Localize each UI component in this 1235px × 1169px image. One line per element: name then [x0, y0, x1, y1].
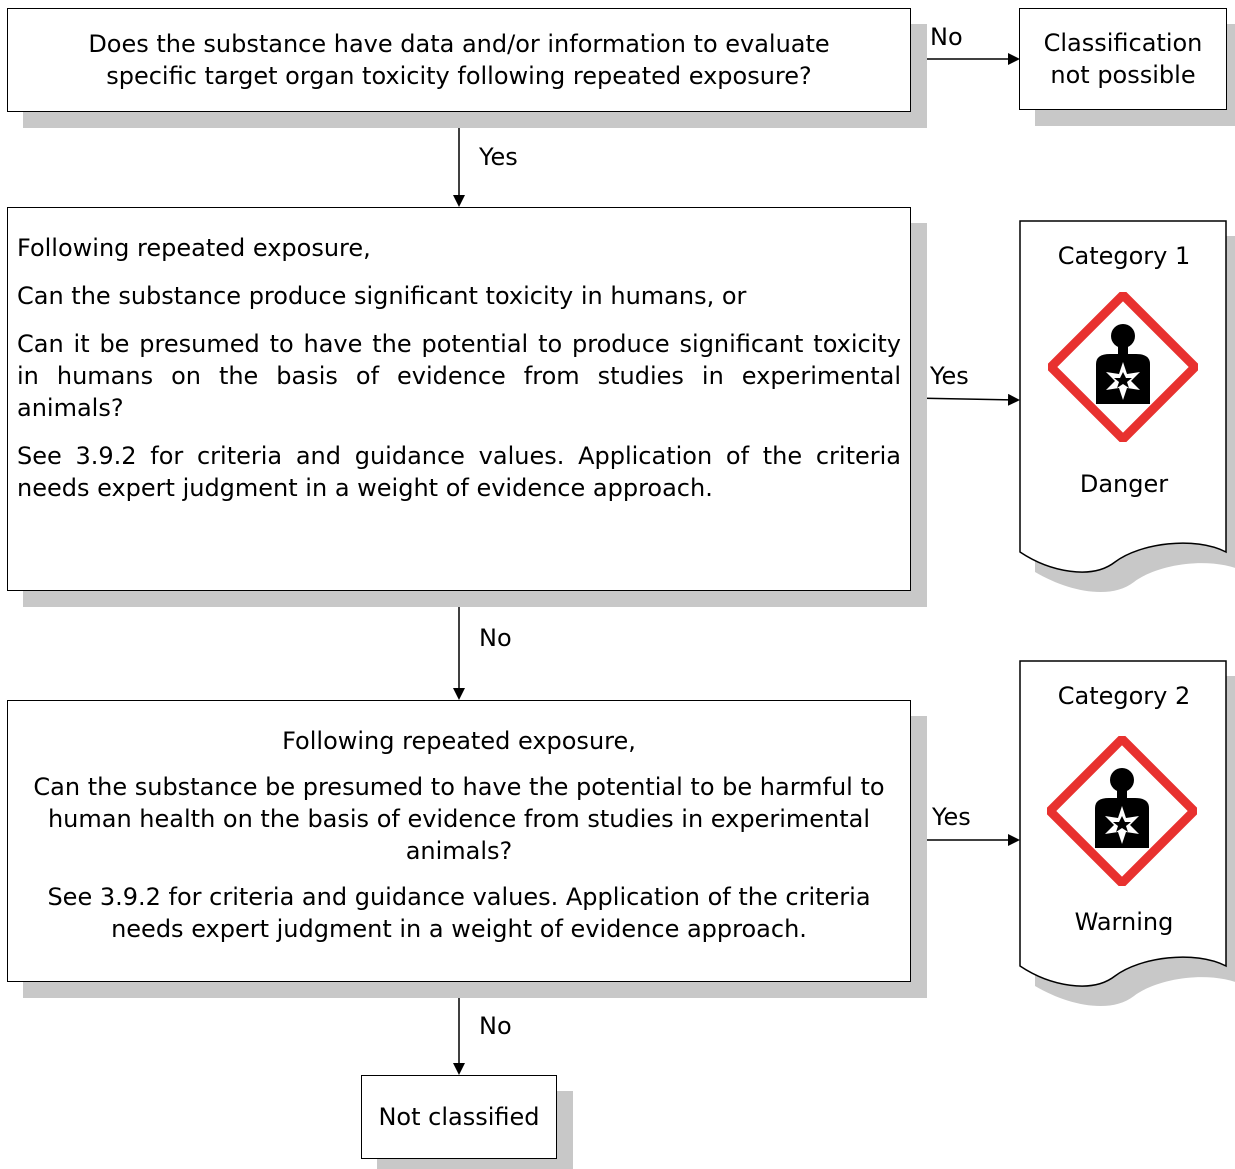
- label-yes: Yes: [930, 362, 969, 390]
- label-yes: Yes: [479, 143, 518, 171]
- category-1-signal-word: Danger: [1079, 470, 1169, 498]
- label-no: No: [479, 1012, 512, 1040]
- health-hazard-icon: [1047, 736, 1197, 886]
- not-classified-text: Not classified: [378, 1103, 540, 1131]
- result-box-not-classified: Not classified: [361, 1075, 557, 1159]
- category-1-title: Category 1: [1057, 242, 1191, 270]
- question-box-data-available: Does the substance have data and/or info…: [7, 8, 911, 112]
- question-box-category-2: Following repeated exposure, Can the sub…: [7, 700, 911, 982]
- category-2-title: Category 2: [1057, 682, 1191, 710]
- label-yes: Yes: [932, 803, 971, 831]
- arrow-q2-to-cat1: [910, 393, 1020, 406]
- question-paragraph: Following repeated exposure,: [282, 727, 636, 755]
- question-paragraph: Can the substance be presumed to have th…: [33, 773, 885, 865]
- result-category-2: Category 2 Warning: [1019, 660, 1235, 1040]
- question-text-line-1: Does the substance have data and/or info…: [88, 30, 830, 58]
- question-paragraph: Can the substance produce significant to…: [17, 282, 747, 310]
- result-category-1: Category 1 Danger: [1019, 220, 1235, 600]
- category-2-signal-word: Warning: [1074, 908, 1174, 936]
- result-box-classification-not-possible: Classification not possible: [1019, 8, 1227, 110]
- question-text-line-2: specific target organ toxicity following…: [106, 62, 812, 90]
- label-no: No: [479, 624, 512, 652]
- health-hazard-icon: [1048, 292, 1198, 442]
- question-paragraph: Following repeated exposure,: [17, 234, 371, 262]
- question-paragraph: Can it be presumed to have the potential…: [17, 330, 901, 422]
- question-paragraph: See 3.9.2 for criteria and guidance valu…: [47, 883, 871, 943]
- label-no: No: [930, 23, 963, 51]
- result-text-line-1: Classification: [1043, 29, 1203, 57]
- result-text-line-2: not possible: [1050, 61, 1196, 89]
- question-box-category-1: Following repeated exposure, Can the sub…: [7, 207, 911, 591]
- question-paragraph: See 3.9.2 for criteria and guidance valu…: [17, 442, 901, 502]
